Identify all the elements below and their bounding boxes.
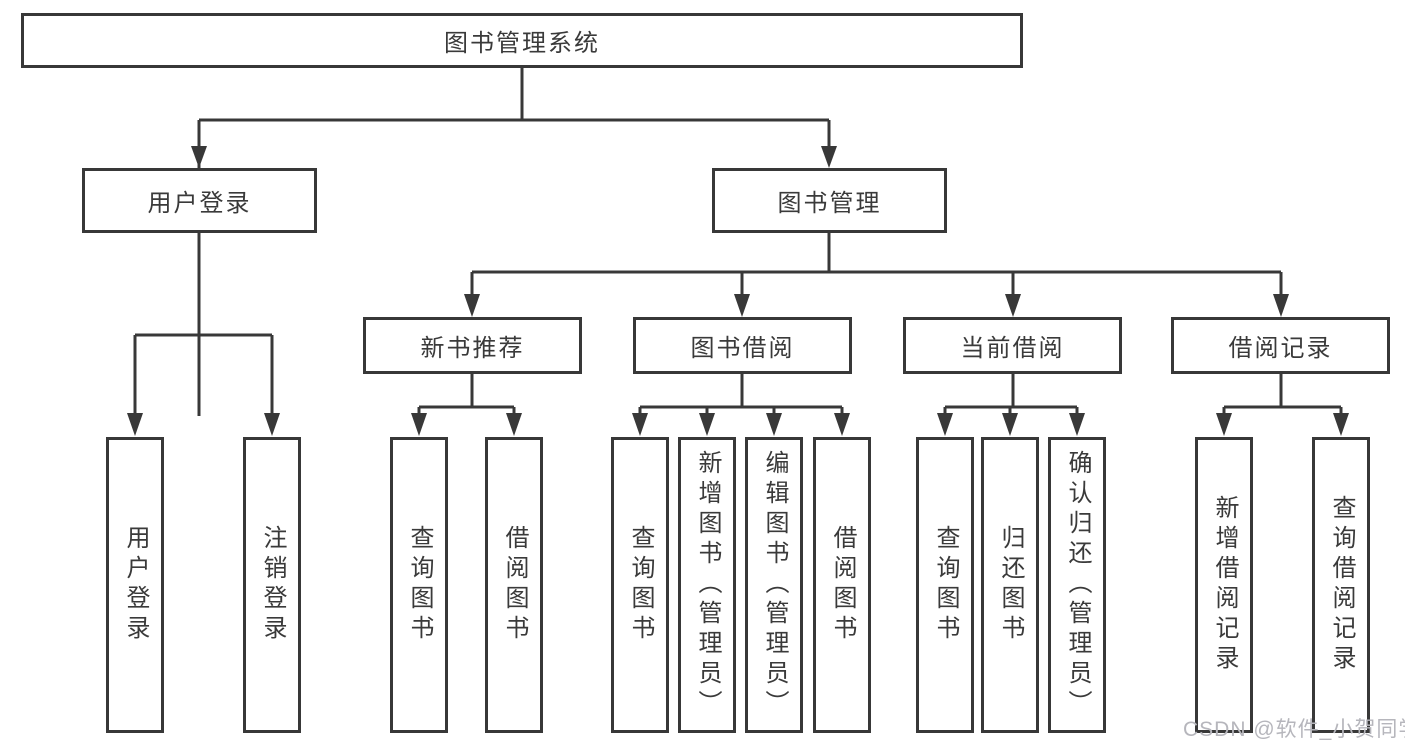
- arrow-edit-book: [766, 413, 782, 436]
- leaf-return-book: 归还图书: [981, 437, 1039, 733]
- leaf-logout-login: 注销登录: [243, 437, 301, 733]
- arrow-query-books-1: [411, 413, 427, 436]
- leaf-add-borrow-record-label: 新增借阅记录: [1211, 495, 1238, 675]
- arrow-borrow-books-2: [834, 413, 850, 436]
- leaf-borrow-book-label: 借阅图书: [829, 525, 856, 645]
- node-book-borrowing: 图书借阅: [633, 317, 852, 374]
- arrow-user-login: [191, 146, 207, 168]
- leaf-add-borrow-record: 新增借阅记录: [1195, 437, 1253, 733]
- split-current-borrowing: [943, 374, 1079, 414]
- node-new-book-recommend: 新书推荐: [363, 317, 582, 374]
- leaf-query-borrow-record-label: 查询借阅记录: [1328, 495, 1355, 675]
- arrow-return-book: [1002, 413, 1018, 436]
- leaf-edit-book-admin: 编辑图书（管理员）: [745, 437, 803, 733]
- split-new-book-recommend: [417, 374, 516, 414]
- arrow-leaf-logout: [264, 413, 280, 436]
- split-user-login: [133, 233, 274, 414]
- leaf-user-login-label: 用户登录: [122, 525, 149, 645]
- leaf-user-login: 用户登录: [106, 437, 164, 733]
- leaf-query-books-recommend: 查询图书: [390, 437, 448, 733]
- csdn-watermark: CSDN @软件_小贺同学: [1183, 718, 1405, 741]
- arrow-confirm-return: [1069, 413, 1085, 436]
- leaf-borrow-books-recommend-label: 借阅图书: [501, 525, 528, 645]
- node-current-borrowing: 当前借阅: [903, 317, 1122, 374]
- leaf-query-books-borrowing: 查询图书: [611, 437, 669, 733]
- leaf-return-book-label: 归还图书: [997, 525, 1024, 645]
- leaf-query-books-recommend-label: 查询图书: [406, 525, 433, 645]
- leaf-query-books-current-label: 查询图书: [932, 525, 959, 645]
- leaf-query-books-borrowing-label: 查询图书: [627, 525, 654, 645]
- leaf-query-borrow-record: 查询借阅记录: [1312, 437, 1370, 733]
- node-book-management: 图书管理: [712, 168, 947, 233]
- arrow-borrowing-records: [1273, 294, 1289, 317]
- leaf-edit-book-admin-label: 编辑图书（管理员）: [761, 450, 788, 720]
- leaf-logout-login-label: 注销登录: [259, 525, 286, 645]
- arrow-query-books-3: [937, 413, 953, 436]
- node-borrowing-records: 借阅记录: [1171, 317, 1390, 374]
- arrow-query-borrow-record: [1333, 413, 1349, 436]
- arrow-add-book: [699, 413, 715, 436]
- split-book-borrowing: [638, 374, 844, 414]
- arrow-query-books-2: [632, 413, 648, 436]
- split-borrowing-records: [1222, 374, 1343, 414]
- arrow-book-borrowing: [734, 294, 750, 317]
- arrow-book-management: [821, 146, 837, 168]
- node-user-login: 用户登录: [82, 168, 317, 233]
- leaf-add-book-admin: 新增图书（管理员）: [678, 437, 736, 733]
- leaf-add-book-admin-label: 新增图书（管理员）: [694, 450, 721, 720]
- arrow-new-book-recommend: [464, 294, 480, 317]
- leaf-borrow-book: 借阅图书: [813, 437, 871, 733]
- node-root-library-system: 图书管理系统: [21, 13, 1023, 68]
- split-book-management: [470, 233, 1283, 296]
- leaf-confirm-return-admin-label: 确认归还（管理员）: [1064, 450, 1091, 720]
- arrow-current-borrowing: [1005, 294, 1021, 317]
- leaf-query-books-current: 查询图书: [916, 437, 974, 733]
- arrow-add-borrow-record: [1216, 413, 1232, 436]
- leaf-confirm-return-admin: 确认归还（管理员）: [1048, 437, 1106, 733]
- arrow-borrow-books-1: [506, 413, 522, 436]
- arrow-leaf-user-login: [127, 413, 143, 436]
- leaf-borrow-books-recommend: 借阅图书: [485, 437, 543, 733]
